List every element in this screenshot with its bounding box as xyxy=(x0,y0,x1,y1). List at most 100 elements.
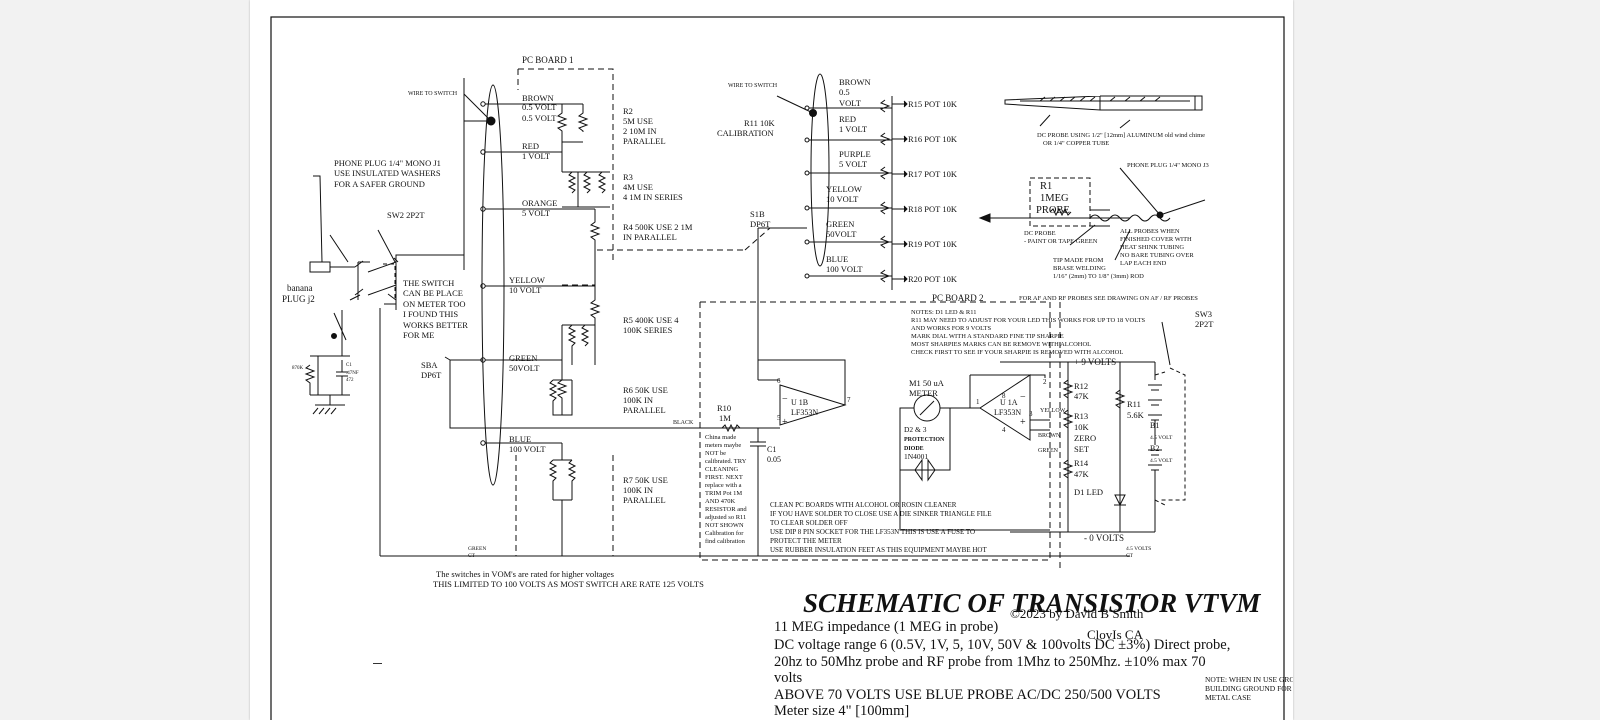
svg-text:.47NF: .47NF xyxy=(346,371,359,376)
svg-text:0.5: 0.5 xyxy=(839,87,850,97)
svg-text:+: + xyxy=(782,417,788,428)
svg-text:R11 10K: R11 10K xyxy=(744,118,775,128)
u1a-label: U 1A LF353N xyxy=(994,398,1021,417)
svg-text:BLUE: BLUE xyxy=(509,434,531,444)
scroll-marker xyxy=(373,663,382,664)
svg-text:ON METER TOO: ON METER TOO xyxy=(403,299,466,309)
svg-text:1/16" (2mm) TO 1/8" (3mm) ROD: 1/16" (2mm) TO 1/8" (3mm) ROD xyxy=(1053,273,1144,280)
svg-text:R1: R1 xyxy=(1040,181,1052,192)
svg-text:DP6T: DP6T xyxy=(421,370,442,380)
wire-to-switch-right: WIRE TO SWITCH xyxy=(728,83,778,89)
svg-text:CT: CT xyxy=(1126,553,1134,559)
phone-plug-j1 xyxy=(309,260,364,301)
svg-text:NOT SHOWN: NOT SHOWN xyxy=(705,522,744,529)
input-cap-labels: 870K C1 .47NF 472 xyxy=(292,363,359,383)
svg-text:GREEN: GREEN xyxy=(1038,448,1059,454)
zero-volts: - 0 VOLTS xyxy=(1084,533,1124,543)
svg-text:BRASE WELDING: BRASE WELDING xyxy=(1053,265,1106,272)
svg-text:R12: R12 xyxy=(1074,381,1088,391)
location: ClovIs CA xyxy=(1087,627,1143,642)
banana-plug-label: banana PLUG j2 xyxy=(282,283,315,304)
cleaning-notes: CLEAN PC BOARDS WITH ALCOHOL OR ROSIN CL… xyxy=(770,501,991,554)
pc-board-1-outline xyxy=(517,68,614,262)
svg-text:8: 8 xyxy=(1002,392,1006,400)
svg-text:R2: R2 xyxy=(623,106,633,116)
svg-text:2 10M IN: 2 10M IN xyxy=(623,126,657,136)
spec-line-ranges: DC voltage range 6 (0.5V, 1V, 5, 10V, 50… xyxy=(774,637,1231,653)
probe-notes: DC PROBE USING 1/2" [12mm] ALUMINUM old … xyxy=(1019,132,1209,302)
svg-text:100K IN: 100K IN xyxy=(623,485,653,495)
svg-text:LF353N: LF353N xyxy=(994,408,1021,417)
svg-text:2P2T: 2P2T xyxy=(1195,319,1214,329)
svg-text:China made: China made xyxy=(705,434,736,441)
plus-9-volts: + 9 VOLTS xyxy=(1074,357,1116,367)
svg-text:DC PROBE USING 1/2" [12mm] ALU: DC PROBE USING 1/2" [12mm] ALUMINUM old … xyxy=(1037,132,1205,139)
svg-text:472: 472 xyxy=(346,378,354,383)
svg-text:U 1B: U 1B xyxy=(791,398,808,407)
svg-text:USE INSULATED WASHERS: USE INSULATED WASHERS xyxy=(334,168,441,178)
svg-text:BROWN: BROWN xyxy=(1038,433,1061,439)
board-2-notes: NOTES: D1 LED & R11 R11 MAY NEED TO ADJU… xyxy=(911,309,1146,356)
svg-text:CAN BE PLACE: CAN BE PLACE xyxy=(403,288,463,298)
svg-text:47K: 47K xyxy=(1074,391,1090,401)
svg-text:DC PROBE: DC PROBE xyxy=(1024,230,1056,237)
c1-label: C1 0.05 xyxy=(767,445,781,464)
svg-text:1: 1 xyxy=(976,398,980,406)
svg-text:NO BARE TUBING OVER: NO BARE TUBING OVER xyxy=(1120,252,1194,259)
svg-text:RESISTOR and: RESISTOR and xyxy=(705,506,747,513)
svg-text:GREEN: GREEN xyxy=(826,219,854,229)
svg-text:4M USE: 4M USE xyxy=(623,182,653,192)
svg-text:R13: R13 xyxy=(1074,411,1088,421)
svg-text:PARALLEL: PARALLEL xyxy=(623,136,666,146)
u1b-label: U 1B LF353N xyxy=(791,398,818,417)
svg-text:MARK DIAL WITH A STANDARD FINE: MARK DIAL WITH A STANDARD FINE TIP SHARP… xyxy=(911,333,1064,340)
svg-text:U 1A: U 1A xyxy=(1000,398,1018,407)
svg-text:5 VOLT: 5 VOLT xyxy=(839,159,868,169)
opamp-u1b xyxy=(779,384,847,426)
svg-text:TO CLEAR SOLDER OFF: TO CLEAR SOLDER OFF xyxy=(770,519,848,527)
svg-text:1 VOLT: 1 VOLT xyxy=(839,124,868,134)
svg-text:5M USE: 5M USE xyxy=(623,116,653,126)
svg-text:NOT be: NOT be xyxy=(705,450,726,457)
phone-plug-note: PHONE PLUG 1/4" MONO J1 USE INSULATED WA… xyxy=(334,158,441,189)
svg-text:4.5 VOLT: 4.5 VOLT xyxy=(1150,458,1173,464)
svg-text:100 VOLT: 100 VOLT xyxy=(509,444,546,454)
svg-text:PHONE PLUG 1/4" MONO J1: PHONE PLUG 1/4" MONO J1 xyxy=(334,158,441,168)
svg-text:LAP EACH END: LAP EACH END xyxy=(1120,260,1167,267)
svg-text:BROWN: BROWN xyxy=(839,77,871,87)
svg-text:calibrated. TRY: calibrated. TRY xyxy=(705,458,747,465)
svg-text:TIP MADE FROM: TIP MADE FROM xyxy=(1053,257,1104,264)
calibration-note: China made meters maybe NOT be calibrate… xyxy=(705,434,747,545)
dc-probe xyxy=(1004,95,1203,111)
svg-text:THE SWITCH: THE SWITCH xyxy=(403,278,454,288)
sw2-label: SW2 2P2T xyxy=(387,210,425,220)
svg-text:+: + xyxy=(1020,417,1026,428)
svg-text:NOTES: D1 LED & R11: NOTES: D1 LED & R11 xyxy=(911,309,976,316)
svg-text:R11 MAY NEED TO ADJUST FOR YOU: R11 MAY NEED TO ADJUST FOR YOUR LED THIS… xyxy=(911,317,1146,324)
svg-text:CT: CT xyxy=(468,553,476,559)
wire-color-labels: YELLOW BROWN GREEN BLACK xyxy=(673,408,1066,454)
spec-line-meter: Meter size 4" [100mm] xyxy=(774,703,910,719)
svg-text:R7 50K USE: R7 50K USE xyxy=(623,475,668,485)
svg-text:−: − xyxy=(1020,392,1026,403)
svg-text:TRIM Pot 1M: TRIM Pot 1M xyxy=(705,490,742,497)
svg-text:SBA: SBA xyxy=(421,360,438,370)
meter-label: M1 50 uA METER xyxy=(909,378,945,398)
svg-text:50VOLT: 50VOLT xyxy=(826,229,857,239)
svg-text:R16 POT 10K: R16 POT 10K xyxy=(908,134,958,144)
svg-text:Calibration for: Calibration for xyxy=(705,530,744,537)
svg-text:ALL PROBES WHEN: ALL PROBES WHEN xyxy=(1120,228,1180,235)
svg-text:10 VOLT: 10 VOLT xyxy=(509,285,542,295)
svg-text:C1: C1 xyxy=(767,445,776,454)
svg-text:10K: 10K xyxy=(1074,422,1090,432)
svg-text:GREEN: GREEN xyxy=(509,353,537,363)
svg-text:R5 400K USE 4: R5 400K USE 4 xyxy=(623,315,679,325)
spec-line-volts: volts xyxy=(774,670,803,686)
svg-text:FOR AF AND RF PROBES SEE DRAWI: FOR AF AND RF PROBES SEE DRAWING ON AF /… xyxy=(1019,295,1198,302)
svg-text:GREEN: GREEN xyxy=(468,546,486,552)
pc-board-1-label: PC BOARD 1 xyxy=(522,55,574,65)
svg-text:banana: banana xyxy=(287,283,312,293)
svg-text:4: 4 xyxy=(1002,426,1006,434)
